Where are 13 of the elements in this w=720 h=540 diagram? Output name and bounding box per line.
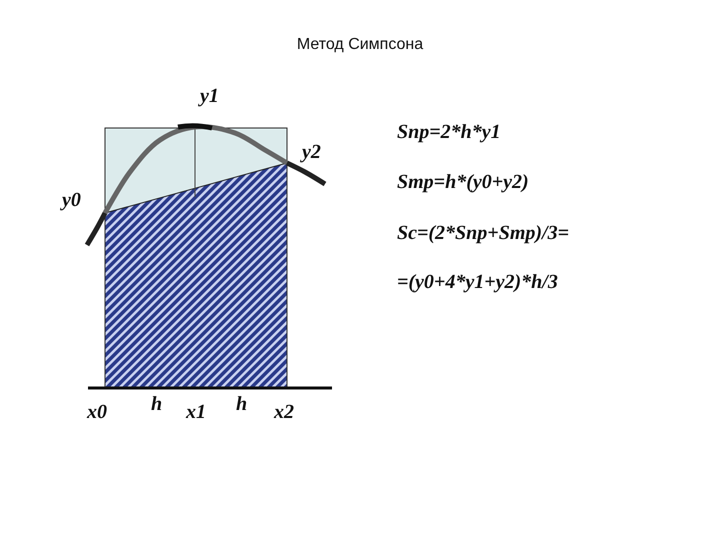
formula: Snp=2*h*y1	[397, 122, 501, 142]
title: Метод Симпсона	[296, 36, 424, 54]
axis-label: y2	[302, 142, 321, 162]
axis-label: y1	[200, 86, 219, 106]
axis-label: x1	[186, 402, 206, 422]
axis-label: h	[236, 394, 248, 414]
axis-label: y0	[62, 190, 81, 210]
formula: Sc=(2*Snp+Smp)/3=	[397, 223, 569, 243]
formula: Smp=h*(y0+y2)	[397, 172, 529, 192]
axis-label: x2	[274, 402, 294, 422]
axis-label: h	[151, 394, 162, 414]
formula: =(y0+4*y1+y2)*h/3	[397, 272, 558, 292]
axis-label: x0	[87, 402, 107, 422]
